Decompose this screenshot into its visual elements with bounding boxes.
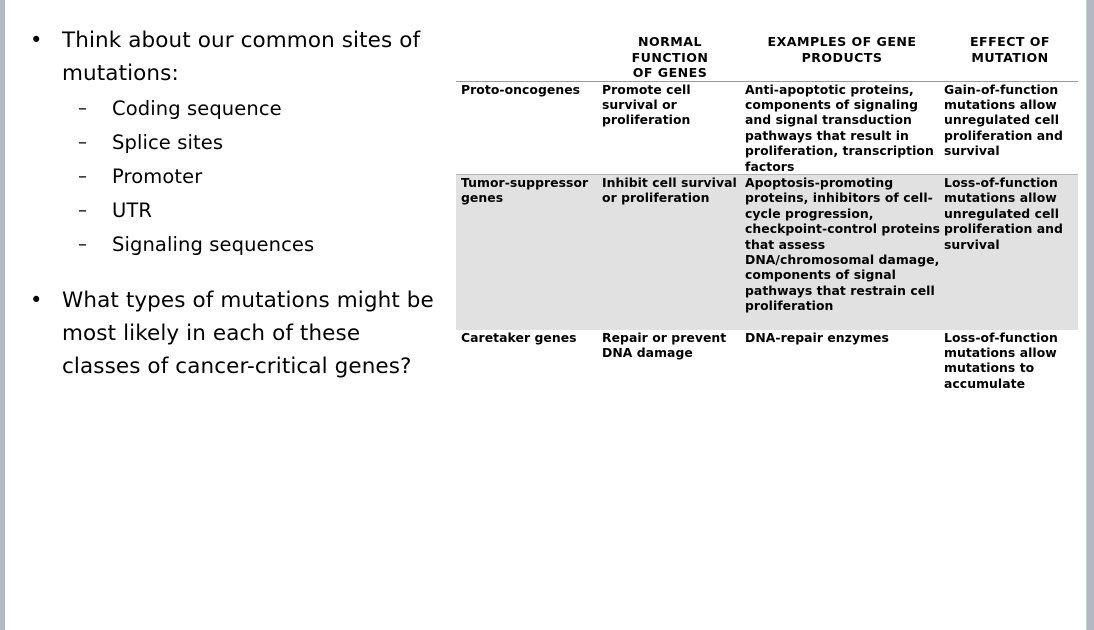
dash-marker: – <box>78 98 87 119</box>
column-header-effect-of-mutation: EFFECT OF MUTATION <box>970 34 1050 65</box>
page-divider-line <box>1086 0 1087 630</box>
list-item: – Splice sites <box>0 126 452 160</box>
column-header-normal-function: NORMAL FUNCTION OF GENES <box>631 34 709 80</box>
bullet-marker: • <box>30 288 43 312</box>
right-scrollbar-strip[interactable] <box>1087 0 1094 630</box>
cell-normal-function: Repair or prevent DNA damage <box>602 329 727 360</box>
list-item: – Coding sequence <box>0 92 452 126</box>
cell-effect-of-mutation: Gain-of-function mutations allow unregul… <box>942 81 1078 175</box>
cell-normal-function: Inhibit cell survival or proliferation <box>598 174 742 330</box>
cell-gene-class: Caretaker genes <box>461 329 577 345</box>
list-item: – Signaling sequences <box>0 228 452 262</box>
column-header-gene-class <box>456 34 598 81</box>
table-row: Caretaker genes Repair or prevent DNA da… <box>456 330 1078 392</box>
table-header-row: NORMAL FUNCTION OF GENES EXAMPLES OF GEN… <box>456 34 1078 81</box>
list-item-label: Promoter <box>112 165 203 188</box>
dash-marker: – <box>78 132 87 153</box>
bullet-marker: • <box>30 28 43 52</box>
cell-gene-products: DNA-repair enzymes <box>745 329 889 345</box>
cell-gene-products: Anti-apoptotic proteins, components of s… <box>742 81 942 175</box>
dash-marker: – <box>78 234 87 255</box>
cell-effect-of-mutation: Loss-of-function mutations allow mutatio… <box>944 329 1058 391</box>
list-item: – UTR <box>0 194 452 228</box>
table-row: Proto-oncogenes Promote cell survival or… <box>456 81 1078 175</box>
left-edge-strip <box>0 0 5 630</box>
table-row: Tumor-suppressor genes Inhibit cell surv… <box>456 174 1078 330</box>
list-item: • Think about our common sites of mutati… <box>0 24 452 90</box>
cell-gene-products: Apoptosis-promoting proteins, inhibitors… <box>742 174 942 330</box>
cell-gene-class: Proto-oncogenes <box>456 81 598 175</box>
list-item-label: Signaling sequences <box>112 233 315 256</box>
list-item-label: Splice sites <box>112 131 224 154</box>
list-spacer <box>0 262 452 284</box>
dash-marker: – <box>78 200 87 221</box>
cell-normal-function: Promote cell survival or proliferation <box>598 81 742 175</box>
list-item-label: UTR <box>112 199 153 222</box>
bullet-list: • Think about our common sites of mutati… <box>0 24 452 385</box>
cell-effect-of-mutation: Loss-of-function mutations allow unregul… <box>942 174 1078 330</box>
list-item: • What types of mutations might be most … <box>0 284 452 383</box>
cancer-critical-genes-table: NORMAL FUNCTION OF GENES EXAMPLES OF GEN… <box>456 34 1078 391</box>
list-item: – Promoter <box>0 160 452 194</box>
column-header-gene-products: EXAMPLES OF GENE PRODUCTS <box>767 34 917 65</box>
dash-marker: – <box>78 166 87 187</box>
list-item-label: What types of mutations might be most li… <box>62 288 434 379</box>
list-item-label: Think about our common sites of mutation… <box>62 28 421 86</box>
cell-gene-class: Tumor-suppressor genes <box>456 174 598 330</box>
list-item-label: Coding sequence <box>112 97 282 120</box>
